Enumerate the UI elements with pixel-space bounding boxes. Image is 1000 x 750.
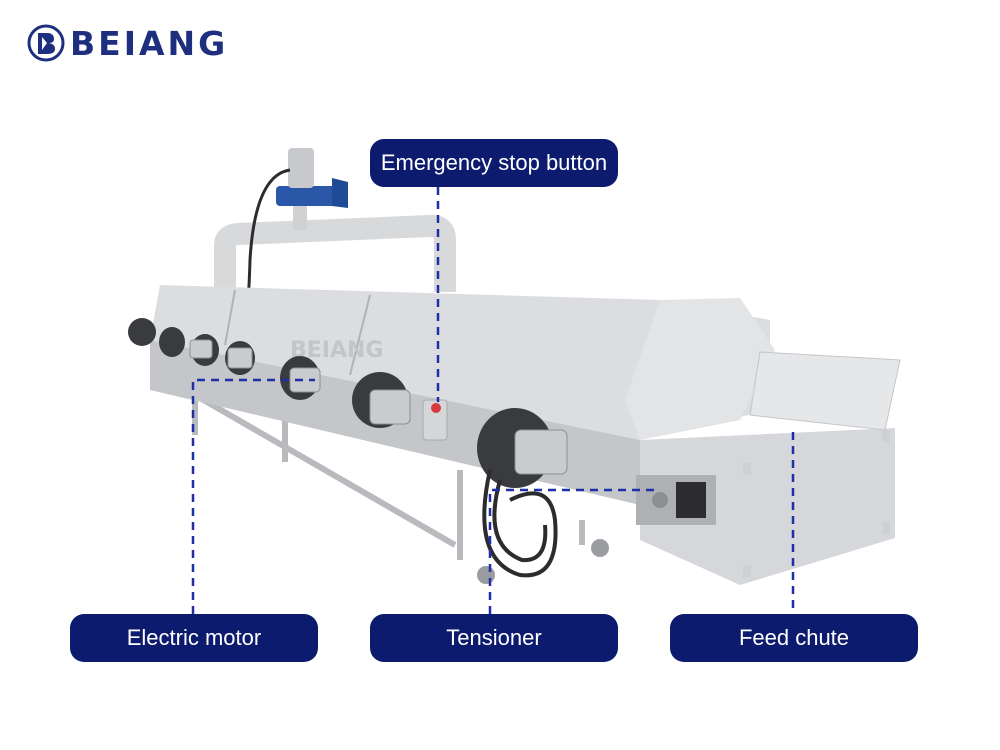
callout-electric-motor: Electric motor xyxy=(70,614,318,662)
callout-feed-chute: Feed chute xyxy=(670,614,918,662)
callout-tensioner: Tensioner xyxy=(370,614,618,662)
callout-emergency-stop-button: Emergency stop button xyxy=(370,139,618,187)
brand-logo-icon xyxy=(27,24,65,62)
brand-name: BEIANG xyxy=(70,24,229,63)
